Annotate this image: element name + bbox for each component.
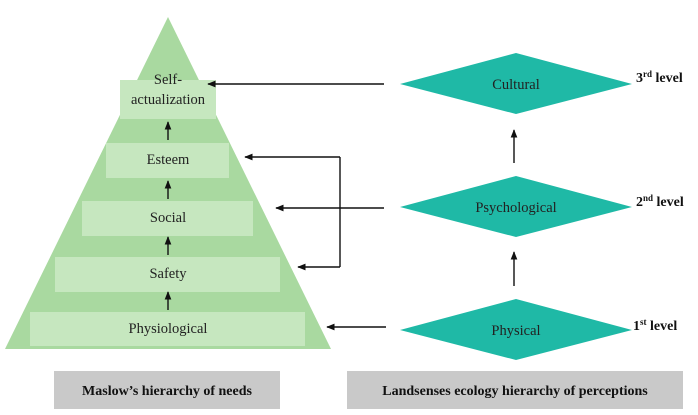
box-physiological: [30, 312, 305, 346]
diamond-psychological: [400, 176, 632, 237]
maslow-caption: Maslow’s hierarchy of needs: [82, 384, 252, 399]
label-cultural: Cultural: [492, 77, 540, 93]
label-actualization: actualization: [131, 92, 206, 108]
box-self-actualization: [120, 80, 216, 119]
diamond-physical: [400, 299, 632, 360]
label-social: Social: [150, 210, 186, 226]
box-social: [82, 201, 253, 236]
level-3-label: 3rd level: [636, 69, 683, 86]
level-2-label: 2nd level: [636, 193, 684, 210]
label-safety: Safety: [149, 266, 187, 282]
maslow-caption-box: [54, 371, 280, 409]
label-esteem: Esteem: [147, 152, 190, 168]
label-physical: Physical: [491, 323, 540, 339]
landsenses-caption: Landsenses ecology hierarchy of percepti…: [382, 384, 648, 399]
level-1-label: 1st level: [633, 317, 677, 334]
label-self: Self-: [154, 72, 182, 88]
label-physiological: Physiological: [129, 321, 208, 337]
box-esteem: [106, 143, 229, 178]
landsenses-caption-box: [347, 371, 683, 409]
box-safety: [55, 257, 280, 292]
diamond-cultural: [400, 53, 632, 114]
label-psychological: Psychological: [475, 200, 556, 216]
